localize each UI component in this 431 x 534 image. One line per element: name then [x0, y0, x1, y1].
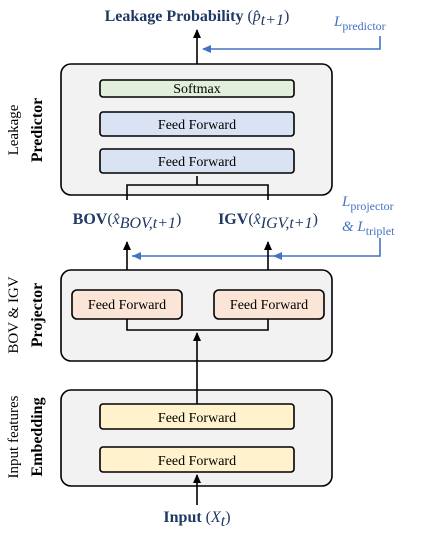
projector-ff-left-label: Feed Forward: [88, 298, 166, 313]
predictor-ff-top-label: Feed Forward: [158, 118, 236, 133]
projector-split-connector: [126, 319, 269, 331]
projector-side-top: BOV & IGV: [6, 276, 22, 353]
predictor-ff-top: [99, 111, 295, 137]
input-label: Input (Xt): [163, 509, 230, 530]
predictor-side-top: Leakage: [6, 104, 22, 155]
embedding-ff-top-label: Feed Forward: [158, 411, 236, 426]
predictor-side-bottom: Predictor: [29, 98, 46, 163]
embedding-side-top: Input features: [6, 395, 22, 478]
bov-label: BOV(x̂BOV,t+1): [73, 211, 182, 232]
output-label: Leakage Probability (p̂t+1): [105, 8, 290, 29]
projector-side-bottom: Projector: [29, 283, 46, 348]
triplet-loss-label: & Ltriplet: [342, 219, 395, 238]
embedding-ff-bottom: [99, 446, 295, 473]
projector-loss-label: Lprojector: [341, 194, 394, 213]
softmax-label: Softmax: [173, 82, 220, 97]
projector-ff-right-label: Feed Forward: [230, 298, 308, 313]
predictor-loss-arrow: [202, 36, 381, 53]
predictor-ff-bottom-label: Feed Forward: [158, 155, 236, 170]
predictor-loss-label: Lpredictor: [333, 14, 386, 33]
embedding-ff-bottom-label: Feed Forward: [158, 454, 236, 469]
igv-label: IGV(x̂IGV,t+1): [218, 211, 318, 232]
softmax-box: [99, 79, 295, 98]
projector-ff-right: [213, 289, 325, 320]
embedding-side-bottom: Embedding: [29, 397, 46, 476]
predictor-ff-bottom: [99, 148, 295, 174]
projector-loss-line: [132, 238, 381, 257]
